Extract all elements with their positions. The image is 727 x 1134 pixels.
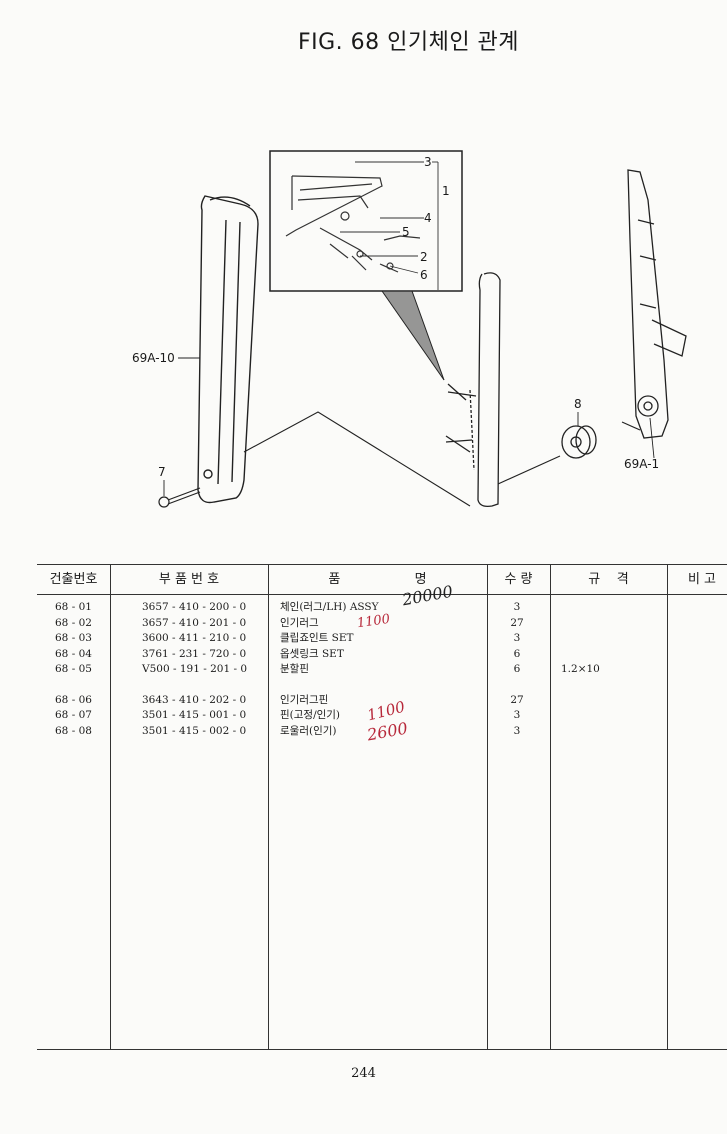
row-spacer [37,678,727,693]
row-qty: 3 [513,601,521,613]
page-number: 244 [351,1066,376,1081]
row-name: 인기러그 [280,616,319,629]
row-ref: 68 - 04 [55,647,92,660]
row-part-number: 3600 - 411 - 210 - 0 [142,632,247,644]
row-part-number: 3657 - 410 - 200 - 0 [142,601,247,613]
row-qty: 27 [510,693,524,706]
row-ref: 68 - 02 [55,616,92,629]
chain-path [243,411,641,507]
row-qty: 27 [510,616,524,629]
row-part-number: 3643 - 410 - 202 - 0 [142,693,247,706]
row-ref: 68 - 07 [55,709,92,721]
detail-inset-box [269,150,463,292]
callout-leaders [163,357,655,496]
row-qty: 3 [513,709,521,721]
row-part-number: 3501 - 415 - 002 - 0 [142,724,247,737]
row-ref: 68 - 08 [55,724,92,737]
col-header-qty: 수 량 [504,572,533,587]
row-name: 체인(러그/LH) ASSY [280,601,379,613]
callout-1: 1 [442,184,450,198]
table-row: 68 - 07 3501 - 415 - 001 - 0 핀(고정/인기) 3 [37,708,727,724]
roller-part [561,425,597,459]
row-spec: 1.2×10 [561,663,600,675]
row-qty: 3 [513,724,521,737]
col-header-part-number: 부 품 번 호 [158,572,220,587]
callout-6: 6 [420,268,428,282]
row-part-number: V500 - 191 - 201 - 0 [142,663,248,675]
row-ref: 68 - 05 [55,663,92,675]
table-row: 68 - 06 3643 - 410 - 202 - 0 인기러그핀 27 [37,693,727,709]
inset-leaders [340,161,439,290]
chain-frame-right [627,169,687,439]
lug-chain-detail [285,175,421,273]
col-header-spec: 규 격 [588,572,629,587]
callout-69a-10: 69A-10 [132,351,175,365]
table-row: 68 - 08 3501 - 415 - 002 - 0 로울러(인기) 3 [37,724,727,740]
row-ref: 68 - 01 [55,601,92,613]
row-part-number: 3657 - 410 - 201 - 0 [142,616,247,629]
table-row: 68 - 04 3761 - 231 - 720 - 0 옵셋링크 SET 6 [37,647,727,663]
row-name: 로울러(인기) [280,724,337,737]
callout-69a-1: 69A-1 [624,457,659,471]
table-row: 68 - 03 3600 - 411 - 210 - 0 클립죠인트 SET 3 [37,631,727,647]
row-part-number: 3761 - 231 - 720 - 0 [142,647,247,660]
callout-7: 7 [158,465,166,479]
row-ref: 68 - 03 [55,632,92,644]
table-row: 68 - 01 3657 - 410 - 200 - 0 체인(러그/LH) A… [37,600,727,616]
page-title: FIG. 68 인기체인 관계 [297,30,520,55]
col-header-name: 품 명 [328,572,427,587]
table-body: 68 - 01 3657 - 410 - 200 - 0 체인(러그/LH) A… [37,600,727,739]
callout-3: 3 [424,155,432,169]
row-name: 옵셋링크 SET [280,647,344,660]
parts-diagram: 3 1 4 5 2 6 69A-10 7 8 69A-1 [132,150,687,508]
row-name: 핀(고정/인기) [280,709,341,721]
callout-4: 4 [424,211,432,225]
table-row: 68 - 05 V500 - 191 - 201 - 0 분할핀 6 1.2×1… [37,662,727,678]
row-name: 분할핀 [280,663,309,675]
bolt-part [158,487,201,508]
row-name: 인기러그핀 [280,693,329,706]
chain-center [445,272,501,508]
row-part-number: 3501 - 415 - 001 - 0 [142,709,247,721]
row-qty: 3 [513,632,521,644]
parts-table: 건출번호 부 품 번 호 품 명 수 량 규 격 비 고 68 - 01 365… [37,564,727,1052]
chain-guide-left [197,195,259,504]
row-ref: 68 - 06 [55,693,92,706]
table-row: 68 - 02 3657 - 410 - 201 - 0 인기러그 27 [37,616,727,632]
row-qty: 6 [513,663,521,675]
row-name: 클립죠인트 SET [280,632,354,644]
callouts: 3 1 4 5 2 6 69A-10 7 8 69A-1 [132,155,659,479]
callout-5: 5 [402,225,410,239]
col-header-ref: 건출번호 [49,572,98,587]
callout-2: 2 [420,250,428,264]
col-header-remark: 비 고 [687,572,717,587]
row-qty: 6 [513,647,521,660]
callout-8: 8 [574,397,582,411]
